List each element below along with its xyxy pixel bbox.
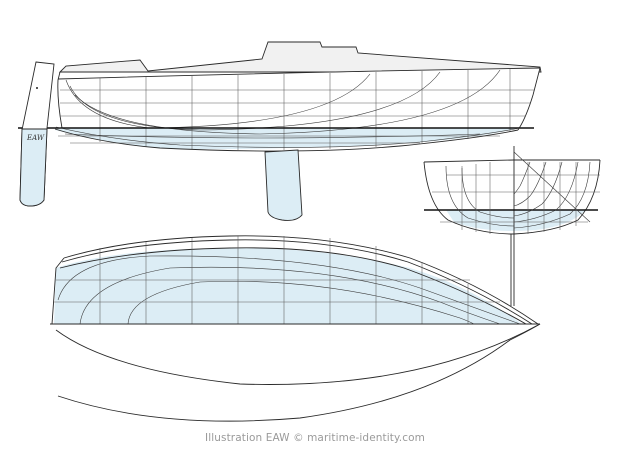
profile-sheer-line: [57, 67, 541, 80]
profile-station-lines: [99, 69, 511, 150]
profile-keel-line-inner: [55, 126, 521, 148]
body-plan-diagonal: [513, 151, 591, 223]
lower-curve-upper: [55, 323, 541, 385]
profile-transom: [57, 71, 63, 129]
plan-waterline-contours: [57, 255, 521, 325]
body-plan-deck-line: [423, 159, 600, 163]
body-plan-view: [423, 146, 601, 306]
body-plan-aft-sections: [445, 165, 515, 227]
plan-grid: [54, 236, 500, 324]
profile-fin-keel: [264, 149, 303, 221]
profile-waterlines: [58, 89, 535, 144]
plan-waterplane: [54, 247, 522, 324]
profile-underwater-body: [55, 128, 520, 150]
plan-view: [50, 235, 540, 325]
body-plan-grid: [432, 162, 600, 234]
plan-deck-lines: [59, 235, 539, 325]
profile-view: EAW: [18, 41, 542, 221]
lower-construction-curves: [55, 323, 541, 422]
profile-rudder-pin: [36, 87, 38, 89]
body-plan-underwater: [446, 210, 586, 231]
plan-transom: [51, 257, 65, 325]
profile-deckhouse: [58, 41, 542, 73]
rudder-mark: EAW: [26, 134, 45, 142]
lower-curve-lower: [57, 323, 541, 422]
illustration-credit: Illustration EAW © maritime-identity.com: [205, 432, 425, 444]
profile-buttock-lines: [64, 69, 501, 139]
profile-rudder-blade-wet: [19, 128, 48, 207]
profile-hull: [55, 68, 540, 128]
